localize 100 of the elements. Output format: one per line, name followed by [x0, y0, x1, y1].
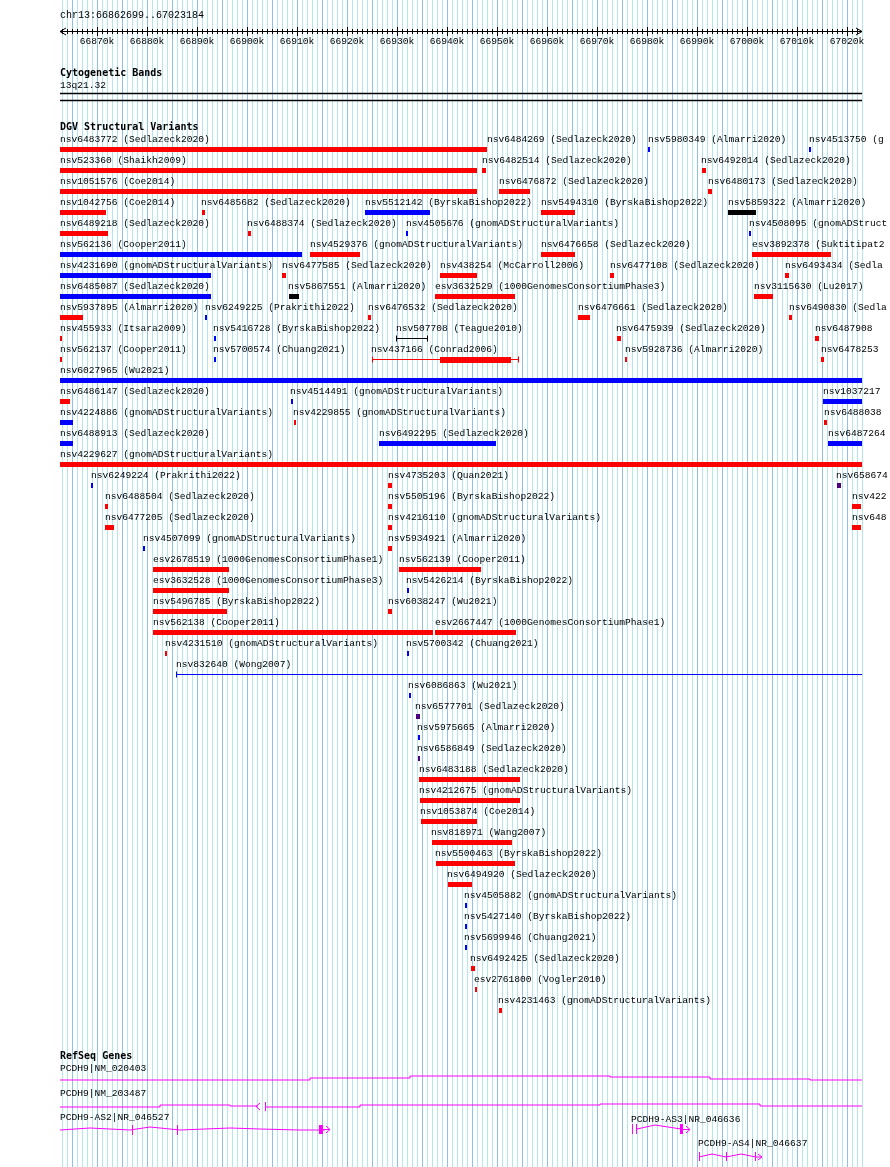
- variant-label: nsv6476661 (Sedlazeck2020): [578, 302, 728, 313]
- variant-label: nsv6483772 (Sedlazeck2020): [60, 134, 210, 145]
- variant-label: nsv4231690 (gnomADStructuralVariants): [60, 260, 274, 271]
- variant-label: nsv6488038: [824, 407, 882, 418]
- variant-label: nsv6477108 (Sedlazeck2020): [610, 260, 760, 271]
- variant-label: nsv4229627 (gnomADStructuralVariants): [60, 449, 274, 460]
- variant-label: nsv4216110 (gnomADStructuralVariants): [388, 512, 602, 523]
- variant-label: nsv562138 (Cooper2011): [153, 617, 280, 628]
- variant-label: nsv523360 (Shaikh2009): [60, 155, 187, 166]
- axis-tick-label: 66930k: [379, 36, 415, 47]
- variant-label: nsv5427140 (ByrskaBishop2022): [464, 911, 631, 922]
- variant-label: nsv5700574 (Chuang2021): [213, 344, 346, 355]
- variant-label: nsv3115630 (Lu2017): [754, 281, 864, 292]
- variant-label: nsv5505196 (ByrskaBishop2022): [388, 491, 555, 502]
- variant-label: esv3632529 (1000GenomesConsortiumPhase3): [435, 281, 666, 292]
- variant-label: nsv6577701 (Sedlazeck2020): [415, 701, 565, 712]
- variant-label: nsv6486147 (Sedlazeck2020): [60, 386, 210, 397]
- variant-label: nsv1051576 (Coe2014): [60, 176, 176, 187]
- gene-label: PCDH9-AS4|NR_046637: [698, 1138, 808, 1149]
- variant-label: nsv4212675 (gnomADStructuralVariants): [419, 785, 633, 796]
- variant-label: nsv562137 (Cooper2011): [60, 344, 187, 355]
- variant-label: nsv658674: [836, 470, 888, 481]
- variant-label: nsv6494920 (Sedlazeck2020): [447, 869, 597, 880]
- variant-label: nsv507708 (Teague2010): [396, 323, 523, 334]
- variant-label: nsv1037217: [823, 386, 881, 397]
- variant-label: nsv6488913 (Sedlazeck2020): [60, 428, 210, 439]
- variant-label: nsv5416728 (ByrskaBishop2022): [213, 323, 380, 334]
- axis-tick-label: 66940k: [429, 36, 465, 47]
- variant-label: nsv6480173 (Sedlazeck2020): [708, 176, 858, 187]
- gene-label: PCDH9-AS2|NR_046527: [60, 1112, 170, 1123]
- variant-label: nsv5975665 (Almarri2020): [417, 722, 556, 733]
- axis-tick-label: 67010k: [779, 36, 815, 47]
- gene-label: PCDH9-AS3|NR_046636: [631, 1114, 741, 1125]
- variant-label: nsv1042756 (Coe2014): [60, 197, 176, 208]
- variant-label: nsv6476872 (Sedlazeck2020): [499, 176, 649, 187]
- variant-label: nsv6492295 (Sedlazeck2020): [379, 428, 529, 439]
- variant-label: nsv562136 (Cooper2011): [60, 239, 187, 250]
- variant-label: nsv438254 (McCarroll2006): [440, 260, 584, 271]
- variant-label: esv2667447 (1000GenomesConsortiumPhase1): [435, 617, 666, 628]
- variant-label: nsv4513750 (g: [809, 134, 884, 145]
- axis-tick-label: 66990k: [679, 36, 715, 47]
- axis-tick-label: 66910k: [279, 36, 315, 47]
- variant-label: nsv455933 (Itsara2009): [60, 323, 187, 334]
- variant-label: nsv4231463 (gnomADStructuralVariants): [498, 995, 712, 1006]
- variant-label: nsv6487264: [828, 428, 886, 439]
- variant-label: nsv6478253: [821, 344, 879, 355]
- variant-label: nsv4507099 (gnomADStructuralVariants): [143, 533, 357, 544]
- variant-label: nsv562139 (Cooper2011): [399, 554, 526, 565]
- variant-label: nsv6476532 (Sedlazeck2020): [368, 302, 518, 313]
- variant-label: nsv5500463 (ByrskaBishop2022): [435, 848, 602, 859]
- variant-label: nsv832640 (Wong2007): [176, 659, 292, 670]
- variant-label: nsv6484269 (Sedlazeck2020): [487, 134, 637, 145]
- variant-label: nsv422: [852, 491, 887, 502]
- variant-label: nsv6485087 (Sedlazeck2020): [60, 281, 210, 292]
- variant-label: nsv5867551 (Almarri2020): [288, 281, 427, 292]
- band-label: 13q21.32: [60, 80, 107, 91]
- variant-label: nsv4529376 (gnomADStructuralVariants): [310, 239, 524, 250]
- variant-label: nsv6086863 (Wu2021): [408, 680, 518, 691]
- variant-label: nsv6492425 (Sedlazeck2020): [470, 953, 620, 964]
- variant-label: nsv6475939 (Sedlazeck2020): [616, 323, 766, 334]
- variant-label: nsv6038247 (Wu2021): [388, 596, 498, 607]
- variant-label: nsv6477585 (Sedlazeck2020): [282, 260, 432, 271]
- variant-label: nsv5700342 (Chuang2021): [406, 638, 539, 649]
- variant-label: nsv4514491 (gnomADStructuralVariants): [290, 386, 504, 397]
- variant-label: nsv437166 (Conrad2006): [371, 344, 498, 355]
- axis-tick-label: 66870k: [79, 36, 115, 47]
- axis-tick-label: 67000k: [729, 36, 765, 47]
- variant-label: nsv6476658 (Sedlazeck2020): [541, 239, 691, 250]
- variant-label: nsv4231510 (gnomADStructuralVariants): [165, 638, 379, 649]
- variant-label: esv2678519 (1000GenomesConsortiumPhase1): [153, 554, 384, 565]
- variant-label: nsv4229855 (gnomADStructuralVariants): [293, 407, 507, 418]
- axis-tick-label: 66920k: [329, 36, 365, 47]
- variant-label: nsv6492014 (Sedlazeck2020): [701, 155, 851, 166]
- variant-label: nsv6493434 (Sedla: [785, 260, 883, 271]
- track-heading: Cytogenetic Bands: [60, 67, 163, 78]
- variant-label: nsv1053874 (Coe2014): [420, 806, 536, 817]
- variant-label: nsv5699946 (Chuang2021): [464, 932, 597, 943]
- gene-label: PCDH9|NM_020403: [60, 1063, 147, 1074]
- axis-tick-label: 66890k: [179, 36, 215, 47]
- variant-label: nsv6485682 (Sedlazeck2020): [201, 197, 351, 208]
- variant-label: nsv6489218 (Sedlazeck2020): [60, 218, 210, 229]
- variant-label: nsv4505882 (gnomADStructuralVariants): [464, 890, 678, 901]
- variant-label: nsv6477205 (Sedlazeck2020): [105, 512, 255, 523]
- variant-label: nsv648: [852, 512, 887, 523]
- track-heading: DGV Structural Variants: [60, 121, 199, 132]
- variant-label: nsv5494310 (ByrskaBishop2022): [541, 197, 708, 208]
- variant-label: nsv5928736 (Almarri2020): [625, 344, 764, 355]
- axis-tick-label: 66970k: [579, 36, 615, 47]
- variant-label: nsv818971 (Wang2007): [431, 827, 547, 838]
- variant-label: nsv4508095 (gnomADStruct: [749, 218, 888, 229]
- variant-label: esv3632528 (1000GenomesConsortiumPhase3): [153, 575, 384, 586]
- variant-label: nsv5496785 (ByrskaBishop2022): [153, 596, 320, 607]
- variant-label: esv3892378 (Suktitipat2: [752, 239, 885, 250]
- variant-label: esv2761800 (Vogler2010): [474, 974, 607, 985]
- variant-label: nsv6586849 (Sedlazeck2020): [417, 743, 567, 754]
- variant-label: nsv4224886 (gnomADStructuralVariants): [60, 407, 274, 418]
- axis-tick-label: 66900k: [229, 36, 265, 47]
- variant-label: nsv6487908: [815, 323, 873, 334]
- region-title: chr13:66862699..67023184: [60, 10, 205, 21]
- variant-label: nsv5934921 (Almarri2020): [388, 533, 527, 544]
